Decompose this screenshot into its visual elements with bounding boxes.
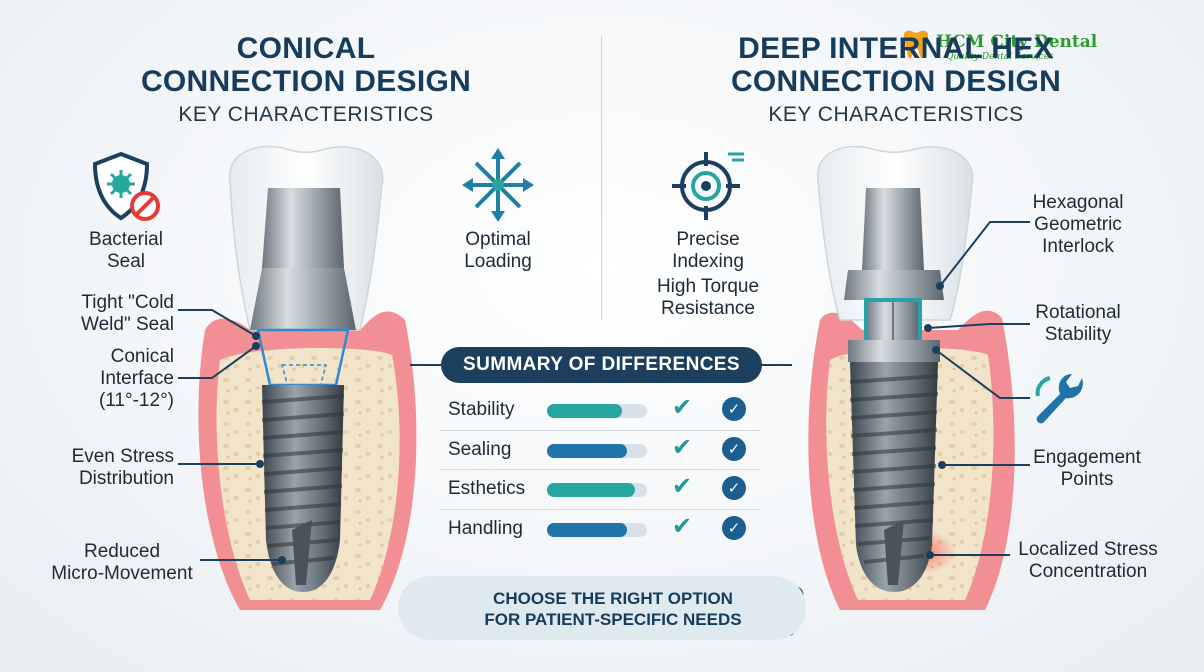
label-line: (11°-12°) [98,390,174,411]
checkmark-icon: ✔ [672,512,693,540]
label-conical-interface: Conical Interface (11°-12°) [40,346,174,412]
cta-line1: CHOOSE THE RIGHT OPTION [493,589,733,608]
label-bacterial-seal: Bacterial Seal [70,229,182,273]
wrench-icon [1035,374,1083,424]
right-subtitle: KEY CHARACTERISTICS [768,103,1024,126]
label-line: Interface [100,368,174,389]
cta-text: CHOOSE THE RIGHT OPTION FOR PATIENT-SPEC… [478,588,748,630]
check-circle-icon: ✓ [722,476,746,500]
label-precise-indexing: Precise Indexing [652,229,764,273]
summary-row-divider [440,508,760,510]
label-line: Geometric [1034,214,1122,235]
summary-row: Stability ✔ ✓ [440,391,760,429]
label-line: Even Stress [71,446,174,467]
label-line: Interlock [1042,236,1114,257]
label-cold-weld: Tight "Cold Weld" Seal [40,292,174,336]
shield-bacteria-icon [92,151,160,221]
summary-row-label: Sealing [448,438,512,460]
check-circle-icon: ✓ [722,515,746,540]
summary-row-divider [440,469,760,470]
left-abutment [262,188,344,268]
summary-bar-track [547,522,647,537]
target-crosshair-icon [672,152,744,220]
logo-tooth-icon [903,30,929,59]
conical-implant-illustration [178,145,417,610]
logo-name: HCM City Dental [936,32,1098,52]
checkmark-icon: ✔ [672,433,693,461]
summary-row-label: Stability [448,399,515,420]
summary-bar-track [547,483,647,497]
summary-row-label: Esthetics [448,478,526,499]
hex-implant-illustration [808,145,1030,610]
label-line: Points [1060,469,1114,490]
summary-bar-fill [547,522,627,537]
label-engagement-points: Engagement Points [1022,447,1152,491]
label-line: High Torque [656,276,760,297]
label-even-stress: Even Stress Distribution [40,446,174,490]
checkmark-icon: ✔ [672,394,693,421]
label-line: Bacterial [89,229,163,250]
summary-bar-track [547,404,647,418]
summary-bar-fill [547,443,627,458]
left-title-line2: CONNECTION DESIGN [140,65,472,98]
label-line: Hexagonal [1032,192,1124,213]
brand-logo: HCM City Dental Quality Dental Services [900,30,1097,66]
label-localized-stress: Localized Stress Concentration [1008,539,1168,583]
right-implant-body [850,362,938,592]
label-line: Concentration [1028,561,1148,582]
cta-line2: FOR PATIENT-SPECIFIC NEEDS [484,610,742,629]
check-circle-icon: ✓ [722,397,746,421]
label-line: Weld" Seal [81,314,174,335]
label-line: Tight "Cold [81,292,174,313]
right-title-line1: DEEP INTERNAL HEX [738,32,1054,65]
left-title-line1: CONICAL [236,32,376,65]
label-line: Engagement [1033,447,1141,468]
label-line: Distribution [78,468,174,489]
label-line: Micro-Movement [51,563,193,584]
summary-row-divider [440,429,760,431]
label-line: Indexing [672,251,744,272]
label-line: Optimal [465,229,531,250]
summary-line-left [410,364,442,366]
center-divider [601,36,602,320]
label-line: Conical [110,346,174,367]
checkmark-icon: ✔ [672,473,693,500]
summary-bar-fill [547,483,635,497]
summary-line-right [760,364,792,366]
label-line: Seal [106,251,146,272]
cta-banner: CHOOSE THE RIGHT OPTION FOR PATIENT-SPEC… [398,576,806,640]
label-hexagonal-interlock: Hexagonal Geometric Interlock [1020,192,1136,258]
summary-row-label: Handling [448,517,523,539]
label-line: Resistance [661,298,755,319]
arrows-expand-icon [462,148,534,222]
label-line: Reduced [83,541,161,562]
label-micro-movement: Reduced Micro-Movement [40,541,204,585]
summary-row: Handling ✔ ✓ [440,510,760,548]
summary-row: Esthetics ✔ ✓ [440,470,760,508]
summary-title: SUMMARY OF DIFFERENCES [441,347,762,383]
label-optimal-loading: Optimal Loading [443,229,553,273]
left-title: CONICAL CONNECTION DESIGN [120,32,492,98]
label-line: Rotational [1035,302,1121,323]
summary-bar-track [547,443,647,458]
logo-tagline: Quality Dental Services [946,52,1054,62]
check-circle-icon: ✓ [722,436,746,461]
label-line: Stability [1044,324,1112,345]
label-rotational-stability: Rotational Stability [1020,302,1136,346]
left-subtitle: KEY CHARACTERISTICS [178,103,434,126]
summary-row: Sealing ✔ ✓ [440,431,760,469]
summary-bar-fill [547,404,622,418]
label-line: Localized Stress [1018,539,1158,560]
right-title-line2: CONNECTION DESIGN [730,65,1062,98]
label-high-torque: High Torque Resistance [640,276,776,320]
right-title: DEEP INTERNAL HEX CONNECTION DESIGN [708,32,1084,98]
label-line: Loading [464,251,532,272]
label-line: Precise [676,229,740,250]
right-abutment [862,188,924,270]
